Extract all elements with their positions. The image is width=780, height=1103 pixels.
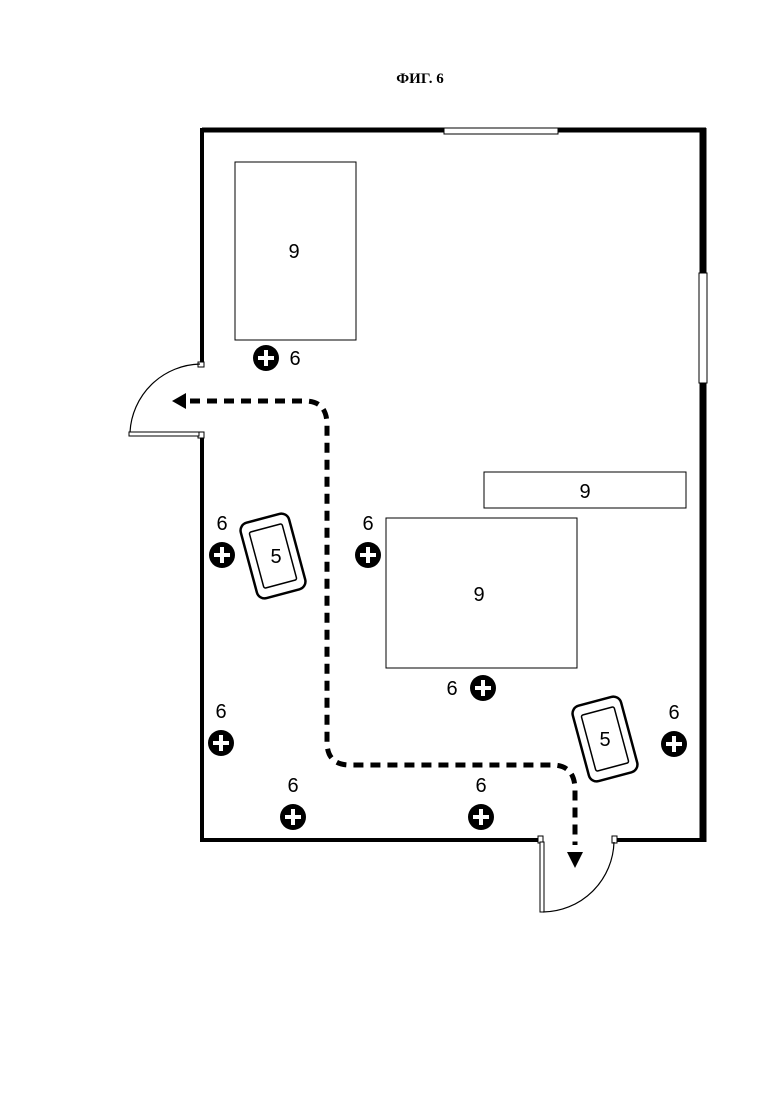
furniture-center: 9 (386, 518, 577, 668)
window-top (444, 128, 558, 134)
device-left: 5 (239, 512, 307, 600)
furniture-top-left: 9 (235, 162, 356, 340)
furniture-bench-right: 9 (484, 472, 686, 508)
arrow-head-left (172, 393, 186, 409)
sensor-plus-icon (209, 542, 235, 568)
sensor-plus-icon (280, 804, 306, 830)
furniture-label: 9 (473, 584, 484, 606)
sensor-label: 6 (216, 513, 227, 535)
sensor-plus-icon (253, 345, 279, 371)
sensor-label: 6 (287, 775, 298, 797)
sensor-top: 6 (253, 345, 301, 371)
sensor-bottom-left: 6 (280, 775, 306, 830)
sensor-bottom-center: 6 (468, 775, 494, 830)
sensor-plus-icon (468, 804, 494, 830)
furniture-label: 9 (579, 481, 590, 503)
sensor-left-upper: 6 (209, 513, 235, 568)
sensor-right: 6 (661, 702, 687, 757)
sensor-plus-icon (208, 730, 234, 756)
device-right: 5 (571, 695, 639, 783)
arrow-head-down (567, 852, 583, 868)
sensor-plus-icon (470, 675, 496, 701)
sensor-label: 6 (289, 348, 300, 370)
sensor-middle: 6 (355, 513, 381, 568)
sensor-label: 6 (362, 513, 373, 535)
device-label: 5 (270, 546, 281, 568)
sensor-label: 6 (215, 701, 226, 723)
sensor-plus-icon (661, 731, 687, 757)
furniture-label: 9 (288, 241, 299, 263)
door-bottom (538, 836, 617, 912)
sensor-label: 6 (668, 702, 679, 724)
window-right (699, 273, 707, 383)
sensor-label: 6 (446, 678, 457, 700)
device-label: 5 (599, 729, 610, 751)
sensor-plus-icon (355, 542, 381, 568)
sensor-label: 6 (475, 775, 486, 797)
sensor-left-lower: 6 (208, 701, 234, 756)
sensor-center-below: 6 (446, 675, 496, 701)
